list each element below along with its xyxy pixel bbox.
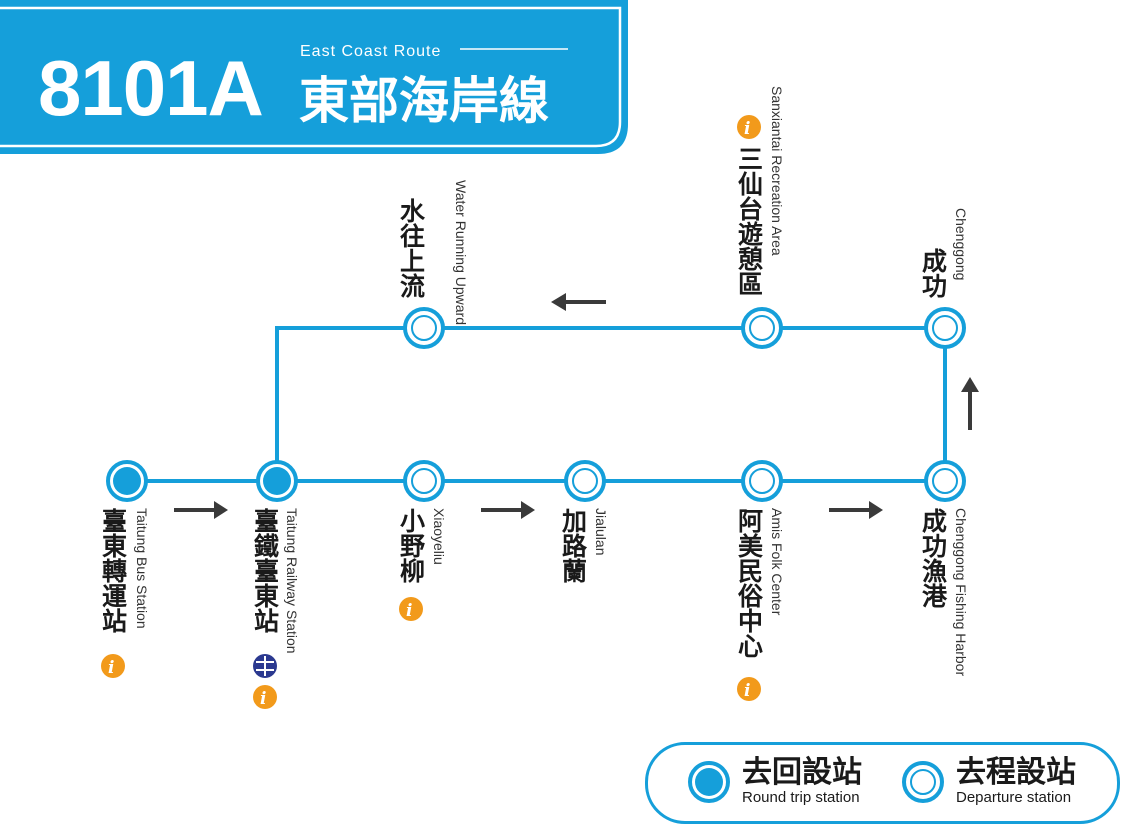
station-name-zh: 臺東轉運站: [99, 508, 128, 633]
svg-text:i: i: [406, 601, 412, 621]
departure-station-marker-icon: [902, 761, 944, 803]
station-xiaoyeliu[interactable]: 小野柳 Xiaoyeliu i: [397, 460, 448, 621]
legend-round-trip-en: Round trip station: [742, 789, 860, 806]
station-sanxiantai[interactable]: i 三仙台遊憩區 Sanxiantai Recreation Area: [735, 86, 786, 349]
legend-departure-en: Departure station: [956, 789, 1072, 806]
station-name-zh: 水往上流: [397, 198, 426, 298]
route-line-main: [127, 326, 947, 483]
station-name-zh: 成功: [919, 248, 948, 299]
station-name-en: Xiaoyeliu: [431, 508, 447, 565]
station-name-en: Water Running Upward: [453, 180, 469, 325]
railway-icon: [253, 654, 277, 678]
station-jialulan[interactable]: 加路蘭 Jialulan: [559, 460, 610, 583]
station-name-en: Jialulan: [593, 508, 609, 555]
station-name-en: Amis Folk Center: [769, 508, 785, 616]
legend-departure-zh: 去程設站: [956, 755, 1076, 790]
station-water-upward[interactable]: 水往上流 Water Running Upward: [397, 180, 470, 349]
svg-text:i: i: [744, 119, 750, 139]
legend-departure: 去程設站 Departure station: [900, 757, 1076, 807]
route-name-en: East Coast Route: [300, 43, 441, 60]
legend: 去回設站 Round trip station 去程設站 Departure s…: [645, 742, 1120, 824]
legend-round-trip-zh: 去回設站: [742, 755, 862, 790]
route-name-zh: 東部海岸線: [299, 72, 549, 130]
svg-text:i: i: [108, 658, 114, 678]
station-chenggong-harbor[interactable]: 成功漁港 Chenggong Fishing Harbor: [919, 460, 970, 676]
departure-station-inner-ring: [749, 468, 775, 494]
info-icon: i: [399, 597, 423, 621]
info-icon: i: [101, 654, 125, 678]
departure-station-inner-ring: [572, 468, 598, 494]
station-name-zh: 三仙台遊憩區: [735, 146, 764, 296]
info-icon: i: [737, 115, 761, 139]
departure-station-inner-ring: [932, 315, 958, 341]
station-name-zh: 阿美民俗中心: [735, 508, 764, 658]
direction-arrow-icon: [961, 377, 979, 430]
departure-station-inner-ring: [932, 468, 958, 494]
departure-station-inner-ring: [411, 468, 437, 494]
station-name-zh: 小野柳: [397, 508, 426, 584]
direction-arrow-icon: [551, 293, 606, 311]
header-banner: [0, 0, 628, 154]
round-trip-station-dot: [263, 467, 291, 495]
station-name-zh: 臺鐵臺東站: [251, 508, 280, 633]
direction-arrow-icon: [174, 501, 228, 519]
direction-arrow-icon: [829, 501, 883, 519]
departure-station-inner-ring: [411, 315, 437, 341]
station-name-en: Taitung Bus Station: [134, 508, 150, 629]
route-header: 8101A East Coast Route 東部海岸線: [0, 0, 628, 154]
station-amis[interactable]: 阿美民俗中心 Amis Folk Center i: [735, 460, 786, 701]
direction-arrow-icon: [481, 501, 535, 519]
station-taitung-bus[interactable]: 臺東轉運站 Taitung Bus Station i: [99, 460, 151, 678]
info-icon: i: [737, 677, 761, 701]
header-banner-inner-line: [0, 6, 622, 148]
info-icon: i: [253, 685, 277, 709]
route-number: 8101A: [38, 44, 263, 132]
round-trip-station-dot: [113, 467, 141, 495]
station-name-en: Chenggong Fishing Harbor: [953, 508, 969, 676]
route-map: 臺東轉運站 Taitung Bus Station i 臺鐵臺東站 Taitun…: [99, 86, 979, 709]
station-name-en: Chenggong: [953, 208, 969, 280]
station-chenggong[interactable]: 成功 Chenggong: [919, 208, 970, 349]
round-trip-station-marker-icon: [688, 761, 730, 803]
station-name-zh: 成功漁港: [919, 508, 948, 608]
station-taitung-rail[interactable]: 臺鐵臺東站 Taitung Railway Station i: [251, 460, 301, 709]
svg-text:i: i: [260, 689, 266, 709]
svg-text:i: i: [744, 681, 750, 701]
departure-station-inner-ring: [749, 315, 775, 341]
station-name-en: Taitung Railway Station: [284, 508, 300, 654]
legend-round-trip: 去回設站 Round trip station: [686, 757, 862, 807]
station-name-en: Sanxiantai Recreation Area: [769, 86, 785, 256]
station-name-zh: 加路蘭: [559, 508, 589, 583]
